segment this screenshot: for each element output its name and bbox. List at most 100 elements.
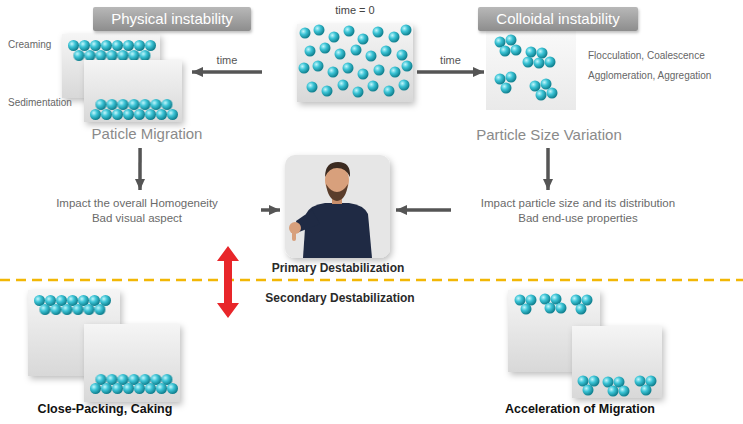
particle [401,25,412,36]
particle [307,82,318,93]
panel-label: Creaming [8,39,68,51]
particle-panel-group: Close-Packing, Caking [25,288,185,420]
particle-row [96,99,173,110]
thumb [292,231,296,241]
particle [368,81,379,92]
edge-label: time [197,54,257,67]
flow-arrow [417,70,484,74]
particle [314,25,325,36]
particle [589,376,600,387]
panel-label: Flocculation, Coalescence [588,50,738,62]
particle [389,32,400,43]
particle [583,385,594,396]
particle [534,58,545,69]
particle [366,51,377,62]
particle [635,376,646,387]
particle [343,63,354,74]
particle-row [40,304,106,315]
particle [374,65,385,76]
photo-frame: Primary Destabilization [282,153,394,278]
particle-panel-group: CreamingSedimentationPaticle Migration [5,33,190,145]
particle [515,295,526,306]
panel-background [84,324,180,402]
stage-label: Secondary Destabilization [265,291,415,305]
flow-arrow [261,208,280,212]
impact-line: Bad end-use properties [453,211,703,225]
group-caption: Acceleration of Migration [495,402,665,417]
dispersed-particles [297,24,413,102]
group-caption: Close-Packing, Caking [25,402,185,417]
particle [537,48,548,59]
photo-background [285,155,390,258]
particle [521,304,532,315]
particle-row [68,40,156,51]
particle [545,57,556,68]
particle [523,57,534,68]
panel-label: Sedimentation [8,97,88,109]
section-banner: Colloidal instability [478,7,638,31]
particle [541,79,552,90]
impact-line: Impact particle size and its distributio… [453,196,703,210]
sedimentation-panel [84,60,182,122]
shirt [303,203,372,258]
banner-title: Colloidal instability [478,10,638,28]
particle [530,81,541,92]
panel-background [572,326,662,398]
particle [506,72,517,83]
particle [320,43,331,54]
panel-background [84,60,182,122]
group-caption: Paticle Migration [62,125,232,143]
particle [641,385,652,396]
particle [545,303,556,314]
particle-row [90,109,178,120]
particle [322,86,333,97]
impact-line: Impact the overall Homogeneity [17,196,257,210]
particle [358,69,369,80]
particle [358,34,369,45]
particle [329,32,340,43]
particle-panel-group: Acceleration of Migration [495,288,665,420]
particle [511,45,522,56]
hair [325,162,350,177]
cluster-panel [486,30,576,110]
flow-arrow [396,208,451,212]
flow-arrow [192,70,262,74]
particle [300,28,311,39]
impact-line: Bad visual aspect [17,211,257,225]
particle [619,386,630,397]
thumbs-down-photo [285,155,390,258]
impact-text: Impact the overall HomogeneityBad visual… [17,196,257,226]
close-packing-panel [28,290,180,402]
particle-row [90,383,178,394]
particle [299,63,310,74]
section-banner: Physical instability [93,7,251,31]
stage-caption: Primary Destabilization [262,261,414,275]
edge-label: time [421,54,481,67]
particle [506,35,517,46]
group-caption: Particle Size Variation [464,126,634,144]
particle [402,61,413,72]
particle [500,46,511,57]
particle [328,67,339,78]
particle [397,50,408,61]
particle [526,47,537,58]
dashed-separator [0,279,743,282]
banner-title: Physical instability [93,10,251,28]
particle [582,295,593,306]
particle [547,88,558,99]
beard [326,184,348,201]
panel-label: Agglomeration, Aggregation [588,70,738,82]
particle-panel: time = 0 [295,4,415,102]
impact-text: Impact particle size and its distributio… [453,196,703,226]
panel-background [297,24,413,102]
particle-row [74,50,151,61]
particle [536,90,547,101]
particle [338,80,349,91]
particle [313,61,324,72]
particle [384,86,395,97]
particle [351,45,362,56]
particle [576,304,587,315]
particle [608,386,619,397]
particle [501,83,512,94]
